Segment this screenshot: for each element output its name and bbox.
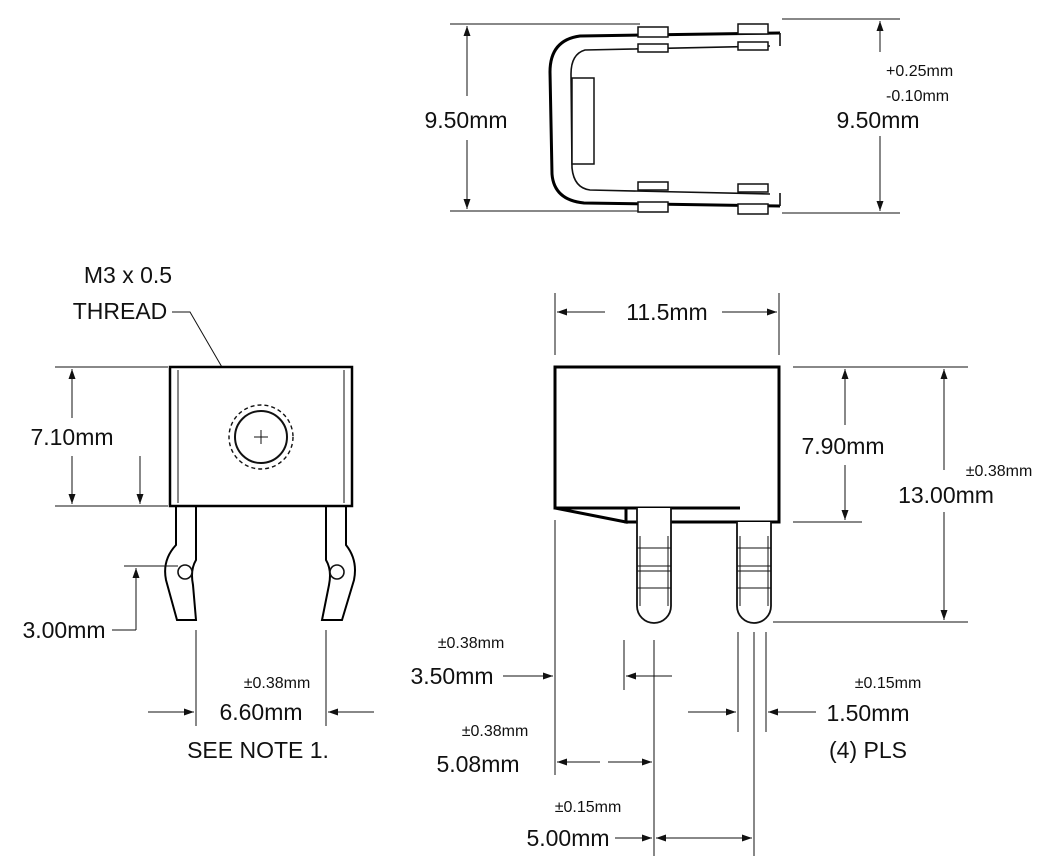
- tol-pitch: ±0.15mm: [555, 799, 622, 816]
- clip-center-body: [571, 77, 595, 165]
- pin-tab: [737, 183, 769, 193]
- dim-pin-offset: 3.50mm: [410, 663, 493, 689]
- front-pin-right: [736, 522, 772, 624]
- tol-pin-center: ±0.38mm: [462, 723, 529, 740]
- pin-tab: [737, 23, 769, 35]
- tol-pin-spacing: ±0.38mm: [244, 675, 311, 692]
- tol-plus: +0.25mm: [886, 63, 953, 80]
- pin-tab: [737, 203, 769, 215]
- dim-height-left: 9.50mm: [424, 107, 507, 133]
- dim-total-height: 13.00mm: [898, 482, 994, 508]
- tol-minus: -0.10mm: [886, 88, 949, 105]
- leg-hole: [329, 564, 345, 580]
- pin-tab: [737, 41, 769, 51]
- thread-label-line2: THREAD: [73, 298, 168, 324]
- side-leg-right: [320, 505, 356, 621]
- leg-hole: [177, 564, 193, 580]
- tol-pin-offset: ±0.38mm: [438, 635, 505, 652]
- pin-tab: [637, 26, 669, 38]
- pin-tab: [637, 181, 669, 191]
- front-body: [553, 365, 781, 524]
- top-view: 9.50mm 9.50mm +0.25mm -0.10mm: [424, 18, 953, 215]
- thread-outer-circle: [228, 404, 294, 470]
- dim-side-body-height: 7.10mm: [30, 424, 113, 450]
- dim-height-right: 9.50mm: [836, 107, 919, 133]
- note-reference: SEE NOTE 1.: [187, 737, 329, 763]
- pin-count-label: (4) PLS: [829, 737, 907, 763]
- dim-pin-center: 5.08mm: [436, 751, 519, 777]
- thread-inner-circle: [234, 410, 288, 464]
- dim-pin-width: 1.50mm: [826, 700, 909, 726]
- pin-tab: [637, 201, 669, 213]
- side-view: M3 x 0.5 THREAD 7.10mm 3.00mm: [22, 262, 374, 763]
- dim-tab-height: 3.00mm: [22, 617, 105, 643]
- clip-outer-outline: [548, 31, 781, 208]
- front-view: 11.5mm 7.90mm ±0.38mm 13.00mm: [410, 293, 1032, 856]
- dim-front-body-height: 7.90mm: [801, 433, 884, 459]
- tol-pin-width: ±0.15mm: [855, 675, 922, 692]
- tol-total-height: ±0.38mm: [966, 463, 1033, 480]
- dim-pitch: 5.00mm: [526, 825, 609, 851]
- dim-front-width: 11.5mm: [626, 299, 707, 325]
- dim-pin-spacing: 6.60mm: [219, 699, 302, 725]
- clip-inner-outline: [570, 45, 771, 195]
- thread-label-line1: M3 x 0.5: [84, 262, 172, 288]
- side-leg-left: [164, 505, 198, 621]
- pin-tab: [637, 43, 669, 53]
